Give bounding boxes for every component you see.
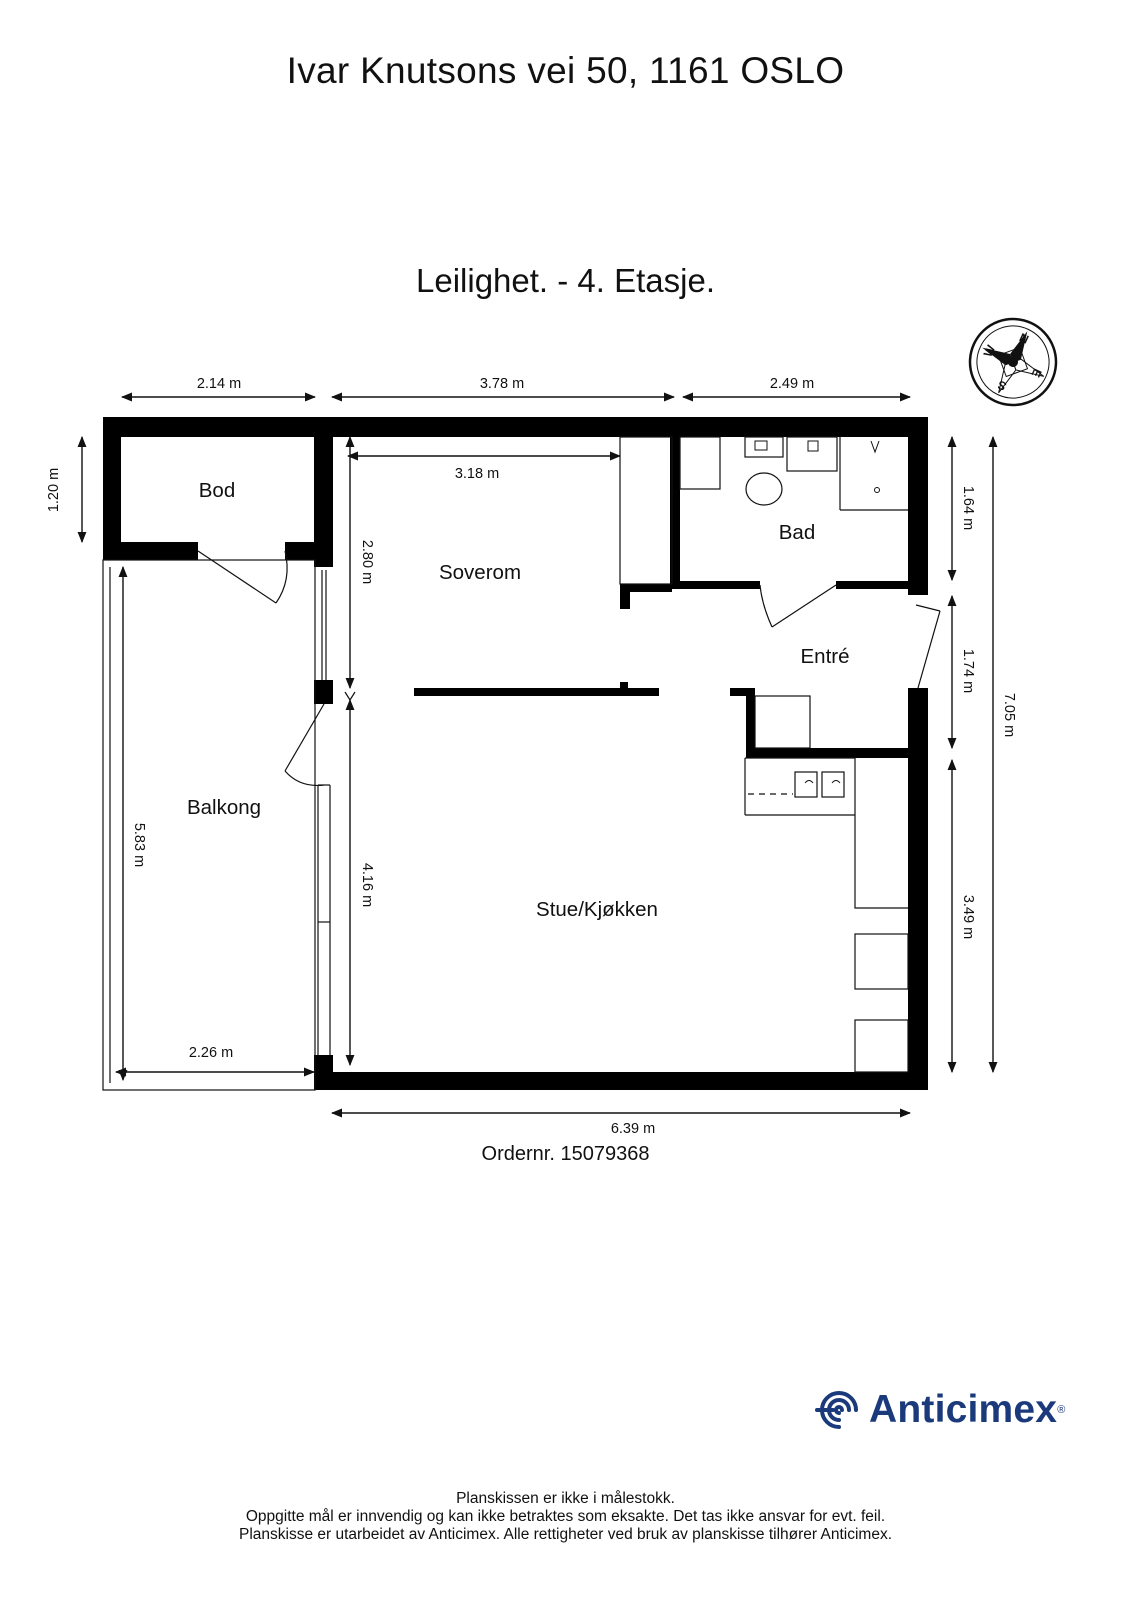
room-bod: Bod xyxy=(199,479,235,502)
page-title: Ivar Knutsons vei 50, 1161 OSLO xyxy=(286,50,845,91)
dim-soverom-height: 2.80 m xyxy=(359,540,375,584)
dim-top-left: 2.14 m xyxy=(197,376,241,392)
footer-line-1: Planskissen er ikke i målestokk. xyxy=(456,1490,675,1507)
dim-balkong-width: 2.26 m xyxy=(189,1045,233,1061)
footer-line-2: Oppgitte mål er innvendig og kan ikke be… xyxy=(245,1508,886,1525)
thin-lines xyxy=(102,436,941,1091)
order-number: Ordernr. 15079368 xyxy=(481,1143,650,1165)
dim-bad-height: 1.64 m xyxy=(960,486,976,530)
brand-registered-mark: ® xyxy=(1057,1404,1066,1416)
dim-top-right: 2.49 m xyxy=(770,376,814,392)
room-balkong: Balkong xyxy=(187,796,261,819)
dim-top-mid: 3.78 m xyxy=(480,376,524,392)
dim-stue-height: 4.16 m xyxy=(359,863,375,907)
anticimex-logo: Anticimex® xyxy=(815,1387,1065,1433)
floor-subtitle: Leilighet. - 4. Etasje. xyxy=(416,262,715,299)
dim-soverom-width: 3.18 m xyxy=(455,466,499,482)
bad-fixture-details xyxy=(754,440,880,784)
footer-line-3: Planskisse er utarbeidet av Anticimex. A… xyxy=(238,1526,892,1543)
dim-entre-height: 1.74 m xyxy=(960,649,976,693)
anticimex-swirl-icon xyxy=(815,1391,858,1429)
dim-balkong-height: 5.83 m xyxy=(131,823,147,867)
footer-disclaimer: Planskissen er ikke i målestokk. Oppgitt… xyxy=(0,1490,1131,1544)
room-stue-kjokken: Stue/Kjøkken xyxy=(536,898,658,921)
room-entre: Entré xyxy=(801,645,850,668)
room-bad: Bad xyxy=(779,521,815,544)
room-soverom: Soverom xyxy=(439,561,521,584)
walls xyxy=(103,417,928,1090)
dim-bod-height: 1.20 m xyxy=(46,468,62,512)
dim-total-height: 7.05 m xyxy=(1001,693,1017,737)
compass-icon: W N E S xyxy=(968,317,1058,407)
dim-kitchen-height: 3.49 m xyxy=(960,895,976,939)
dim-total-width: 6.39 m xyxy=(611,1121,655,1137)
brand-name: Anticimex xyxy=(869,1388,1058,1431)
dimension-lines xyxy=(77,392,998,1118)
